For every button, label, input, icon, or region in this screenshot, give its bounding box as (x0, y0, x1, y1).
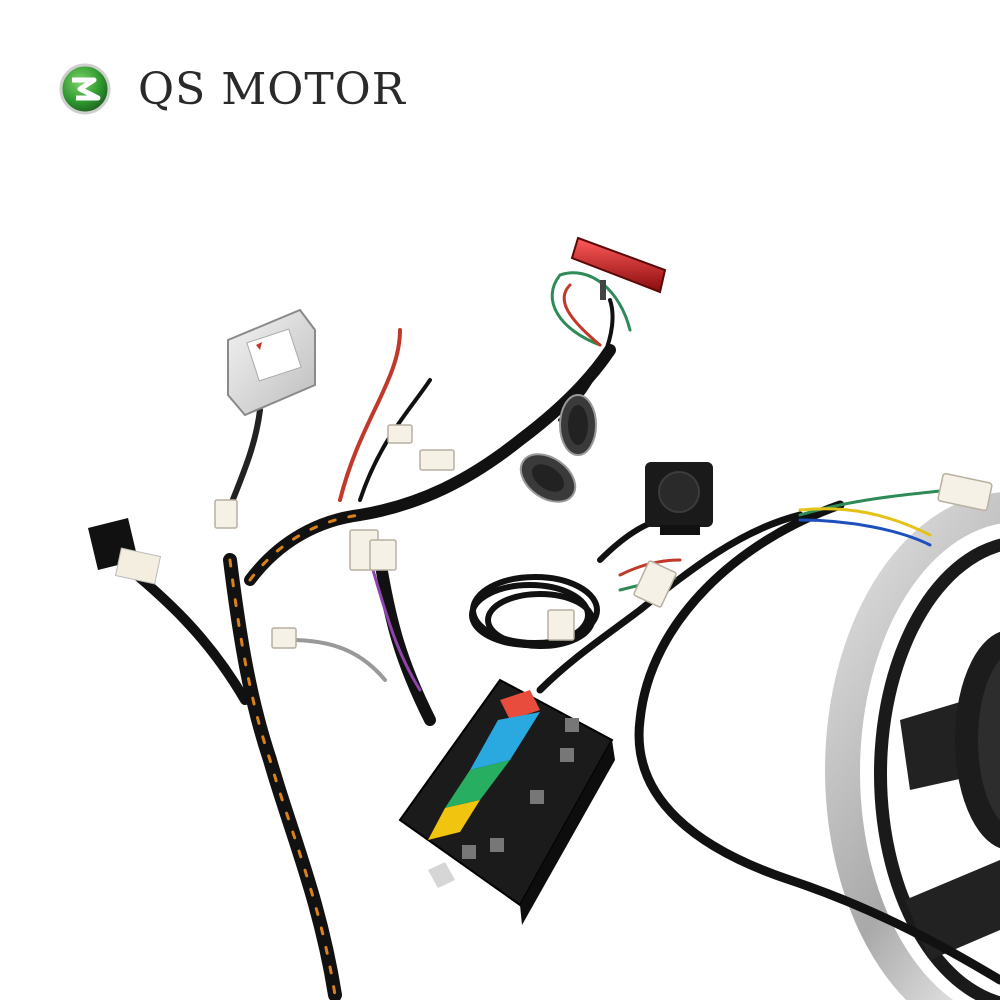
wiring-harness (95, 271, 952, 1000)
connectors (214, 424, 993, 649)
brand-header: QS MOTOR (58, 62, 406, 116)
relay (88, 518, 162, 585)
coiled-cable (469, 574, 600, 649)
alarm-siren (645, 462, 713, 535)
remote-key-fob-2 (519, 453, 577, 503)
tail-light (570, 236, 667, 300)
qs-motor-logo-icon (59, 63, 111, 115)
hub-motor-wheel (825, 492, 1000, 1000)
motor-controller (398, 678, 615, 925)
remote-key-fob-1 (559, 394, 597, 456)
dc-converter (227, 308, 316, 417)
motor-cable (634, 500, 1000, 985)
brand-name: QS MOTOR (138, 64, 406, 115)
